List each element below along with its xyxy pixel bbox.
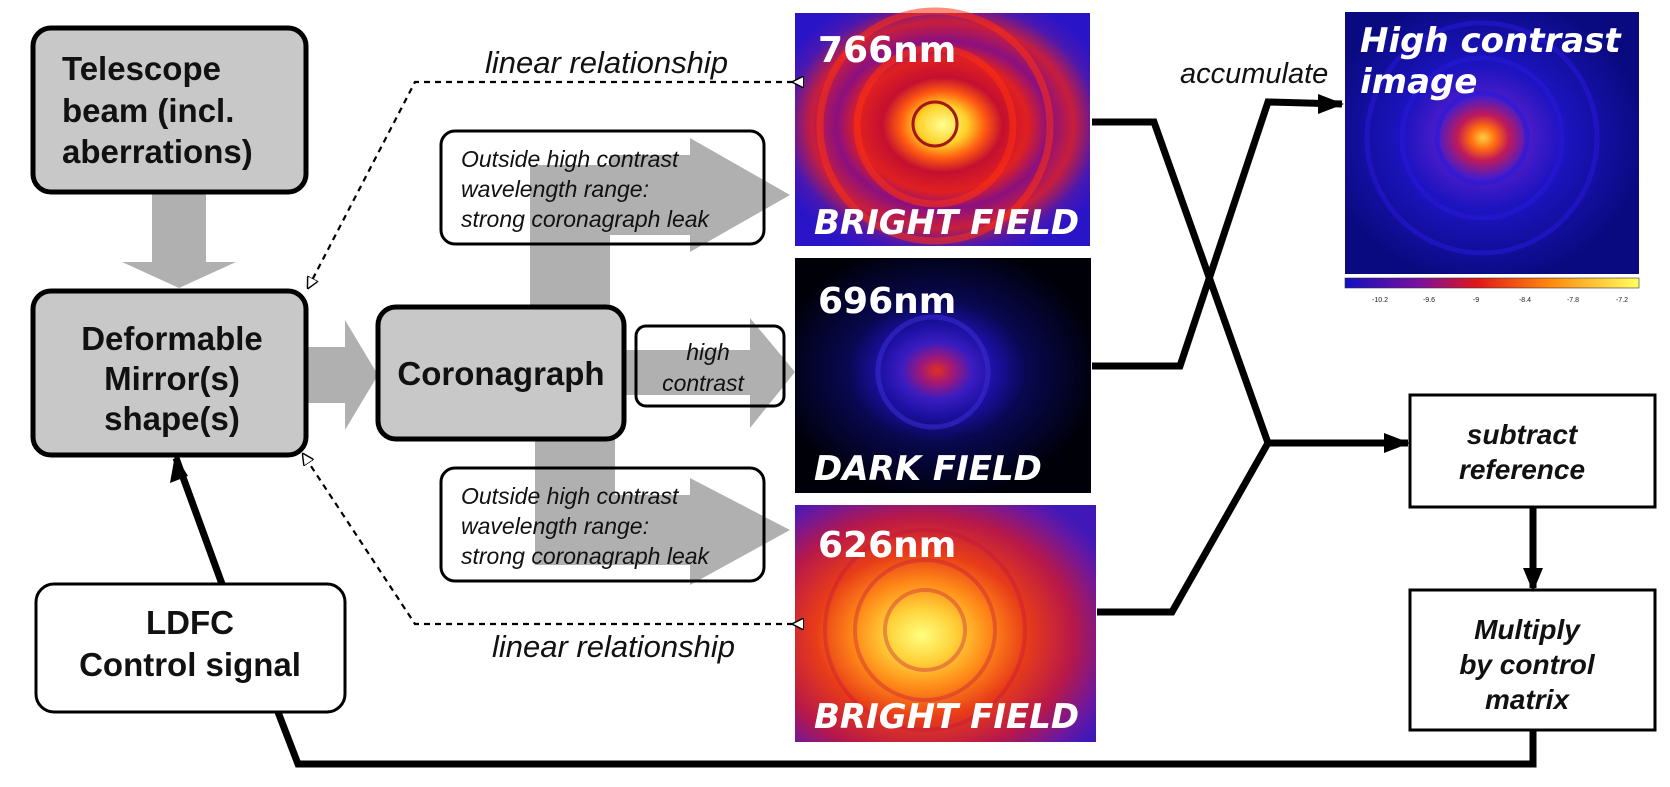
line-ldfc-to-dm <box>172 456 226 586</box>
img626-field: BRIGHT FIELD <box>814 697 1079 737</box>
telescope-line-2: beam (incl. <box>62 92 234 129</box>
arrowhead-subtract <box>1384 433 1410 453</box>
image-626nm: 626nm BRIGHT FIELD <box>795 505 1096 742</box>
high-contrast-title-1: High contrast <box>1360 21 1622 61</box>
ldfc-box: LDFC Control signal <box>34 582 347 714</box>
leak-bottom-line-1: Outside high contrast <box>461 483 680 509</box>
high-contrast-line-2: contrast <box>662 370 745 396</box>
leak-bottom-line-3: strong coronagraph leak <box>461 543 711 569</box>
line-766-to-subtract <box>1092 118 1272 445</box>
multiply-line-1: Multiply <box>1474 614 1581 645</box>
telescope-line-3: aberrations) <box>62 133 253 170</box>
leak-top-line-2: wavelength range: <box>461 176 649 202</box>
multiply-line-3: matrix <box>1485 684 1570 715</box>
linear-relationship-top: linear relationship <box>485 45 728 80</box>
high-contrast-line-1: high <box>686 339 729 365</box>
high-contrast-title-2: image <box>1360 62 1477 102</box>
flow-arrow-coronagraph-to-696 <box>625 318 795 428</box>
subtract-line-1: subtract <box>1467 419 1579 450</box>
dm-line-3: shape(s) <box>104 400 240 437</box>
img696-wavelength: 696nm <box>818 281 956 322</box>
coronagraph-box: Coronagraph <box>375 304 627 442</box>
img626-wavelength: 626nm <box>818 525 956 566</box>
image-696nm: 696nm DARK FIELD <box>795 258 1091 493</box>
line-626-to-subtract <box>1097 439 1408 616</box>
leak-top-line-3: strong coronagraph leak <box>461 206 711 232</box>
colorbar-tick: -10.2 <box>1372 297 1388 304</box>
telescope-line-1: Telescope <box>62 50 221 87</box>
img696-field: DARK FIELD <box>814 449 1042 489</box>
dm-box: Deformable Mirror(s) shape(s) <box>30 288 309 458</box>
ldfc-line-2: Control signal <box>79 646 301 683</box>
linear-arrow-bottom <box>303 454 793 624</box>
arrowhead-dm <box>170 455 188 483</box>
image-766nm: 766nm BRIGHT FIELD <box>795 7 1090 246</box>
subtract-box: subtract reference <box>1408 393 1657 509</box>
callout-high-contrast: high contrast <box>634 324 786 408</box>
flow-arrow-dm-to-coronagraph <box>305 320 378 430</box>
subtract-line-2: reference <box>1459 454 1585 485</box>
colorbar-tick: -7.8 <box>1567 297 1579 304</box>
accumulate-label: accumulate <box>1180 58 1328 90</box>
img766-field: BRIGHT FIELD <box>814 203 1079 243</box>
coronagraph-label: Coronagraph <box>397 355 604 392</box>
colorbar-tick: -9 <box>1473 297 1479 304</box>
arrowhead-multiply <box>1523 568 1543 592</box>
multiply-line-2: by control <box>1459 649 1596 680</box>
flow-arrow-telescope-to-dm <box>122 193 236 288</box>
arrowhead-accumulate <box>1318 94 1344 114</box>
leak-bottom-line-2: wavelength range: <box>461 513 649 539</box>
dm-line-2: Mirror(s) <box>104 360 240 397</box>
colorbar-tick: -8.4 <box>1519 297 1531 304</box>
line-696-to-accumulate <box>1092 98 1343 370</box>
linear-arrows <box>303 82 793 624</box>
linear-arrow-top <box>308 82 793 288</box>
colorbar: -10.2 -9.6 -9 -8.4 -7.8 -7.2 <box>1344 277 1640 304</box>
leak-top-line-1: Outside high contrast <box>461 146 680 172</box>
colorbar-tick: -7.2 <box>1616 297 1628 304</box>
high-contrast-image: High contrast image <box>1345 12 1639 274</box>
colorbar-tick: -9.6 <box>1423 297 1435 304</box>
dm-line-1: Deformable <box>81 320 263 357</box>
line-multiply-to-ldfc <box>274 710 1537 768</box>
img766-wavelength: 766nm <box>818 30 956 71</box>
telescope-box: Telescope beam (incl. aberrations) <box>30 25 309 195</box>
linear-relationship-bottom: linear relationship <box>492 629 735 664</box>
process-lines <box>172 98 1537 768</box>
multiply-box: Multiply by control matrix <box>1408 588 1657 732</box>
arrow-heads <box>170 94 1543 592</box>
ldfc-line-1: LDFC <box>146 604 234 641</box>
